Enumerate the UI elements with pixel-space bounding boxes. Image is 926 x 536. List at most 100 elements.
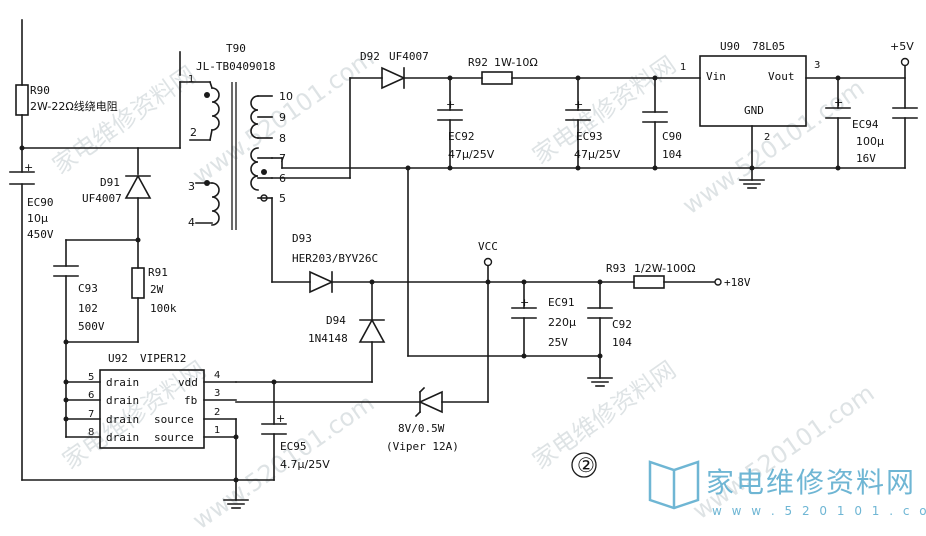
ec93-value: 47μ/25V [574, 148, 621, 161]
svg-text:+: + [574, 98, 583, 111]
r92-ref: R92 [468, 56, 488, 69]
svg-text:+: + [834, 96, 843, 109]
input-rail: + [9, 19, 237, 481]
t90-part: JL-TB0409018 [196, 60, 275, 73]
t90-pin-8: 8 [279, 132, 286, 145]
c93-value1: 102 [78, 302, 98, 315]
u92-pin-8: 8 [88, 427, 94, 438]
d91-ref: D91 [100, 176, 120, 189]
ec95-value: 4.7μ/25V [280, 458, 330, 471]
u90-ref: U90 [720, 40, 740, 53]
r92-value: 1W-10Ω [494, 56, 538, 69]
u92-row4-left: drain [106, 431, 139, 444]
t90-pin-1: 1 [188, 74, 194, 85]
ec94-ref: EC94 [852, 118, 879, 131]
u92-pin-7: 7 [88, 409, 94, 420]
vcc-label: VCC [478, 240, 498, 253]
u92-row4-right: source [154, 431, 194, 444]
d91-part: UF4007 [82, 192, 122, 205]
t90-pin-10: 10 [279, 90, 293, 103]
out-5v-label: +5V [890, 40, 914, 53]
u92-ref: U92 [108, 352, 128, 365]
r93-value: 1/2W-100Ω [634, 262, 696, 275]
viper12-ic [63, 369, 287, 509]
t90-pin-4: 4 [188, 216, 195, 229]
c92-ref: C92 [612, 318, 632, 331]
u90-vin-label: Vin [706, 70, 726, 83]
r90-value: 2W-22Ω线绕电阻 [30, 99, 118, 113]
d93-part: HER203/BYV26C [292, 252, 378, 265]
t90-ref: T90 [226, 42, 246, 55]
background-watermark: 家电维修资料网 www.520101.com 家电维修资料网 www.52010… [47, 44, 879, 535]
u92-row3-left: drain [106, 413, 139, 426]
snubber-network [53, 147, 152, 383]
t90-pin-3: 3 [188, 180, 195, 193]
zener-note: (Viper 12A) [386, 440, 459, 453]
r93-ref: R93 [606, 262, 626, 275]
r90-ref: R90 [30, 84, 50, 97]
r91-value1: 2W [150, 283, 164, 296]
svg-text:+: + [520, 296, 529, 309]
u92-part: VIPER12 [140, 352, 186, 365]
d94-part: 1N4148 [308, 332, 348, 345]
out-18v-label: +18V [724, 276, 751, 289]
logo-site-name: 家电维修资料网 [706, 466, 916, 499]
u92-pin-2: 2 [214, 407, 220, 418]
u90-pin-2: 2 [764, 132, 770, 143]
d92-part: UF4007 [389, 50, 429, 63]
u90-gnd-label: GND [744, 104, 764, 117]
ec93-ref: EC93 [576, 130, 603, 143]
transformer-t90 [179, 51, 273, 230]
u92-row1-left: drain [106, 376, 139, 389]
ec92-value: 47μ/25V [448, 148, 495, 161]
c92-value: 104 [612, 336, 632, 349]
ec94-value2: 16V [856, 152, 876, 165]
five-volt-branch [271, 55, 918, 189]
u90-vout-label: Vout [768, 70, 795, 83]
u90-pin-1: 1 [680, 62, 686, 73]
r91-value2: 100k [150, 302, 177, 315]
ec92-ref: EC92 [448, 130, 475, 143]
ec90-ref: EC90 [27, 196, 54, 209]
logo-url: w w w . 5 2 0 1 0 1 . c o m [712, 504, 926, 518]
svg-text:+: + [24, 161, 33, 174]
u92-pin-6: 6 [88, 390, 94, 401]
r90-resistor [15, 84, 29, 116]
u92-row2-right: fb [184, 394, 197, 407]
c90-value: 104 [662, 148, 682, 161]
site-logo: 家电维修资料网 w w w . 5 2 0 1 0 1 . c o m [648, 460, 926, 518]
watermark-url-4: www.520101.com [687, 379, 879, 525]
ec91-ref: EC91 [548, 296, 575, 309]
u90-part: 78L05 [752, 40, 785, 53]
watermark-text-4: 家电维修资料网 [527, 356, 681, 475]
u92-pin-5: 5 [88, 372, 94, 383]
ec91-value1: 220μ [548, 316, 576, 329]
d94-ref: D94 [326, 314, 346, 327]
u92-pin-3: 3 [214, 388, 220, 399]
u92-pin-1: 1 [214, 425, 220, 436]
c90-ref: C90 [662, 130, 682, 143]
d93-ref: D93 [292, 232, 312, 245]
figure-number-circle [571, 452, 597, 478]
c93-ref: C93 [78, 282, 98, 295]
ec94-value1: 100μ [856, 135, 884, 148]
watermark-text-1: 家电维修资料网 [47, 61, 201, 180]
t90-pin-5: 5 [279, 192, 286, 205]
ec90-value1: 10μ [27, 212, 48, 225]
u92-row3-right: source [154, 413, 194, 426]
t90-pin-2: 2 [190, 126, 197, 139]
u92-pin-4: 4 [214, 370, 220, 381]
t90-pin-9: 9 [279, 111, 286, 124]
ec90-value2: 450V [27, 228, 54, 241]
figure-number: ② [577, 453, 595, 477]
u92-row2-left: drain [106, 394, 139, 407]
r91-ref: R91 [148, 266, 168, 279]
zener-value: 8V/0.5W [398, 422, 445, 435]
c93-value2: 500V [78, 320, 105, 333]
eighteen-volt-branch [235, 167, 722, 418]
svg-text:+: + [276, 412, 285, 425]
d92-ref: D92 [360, 50, 380, 63]
ec95-ref: EC95 [280, 440, 307, 453]
u90-pin-3: 3 [814, 60, 820, 71]
